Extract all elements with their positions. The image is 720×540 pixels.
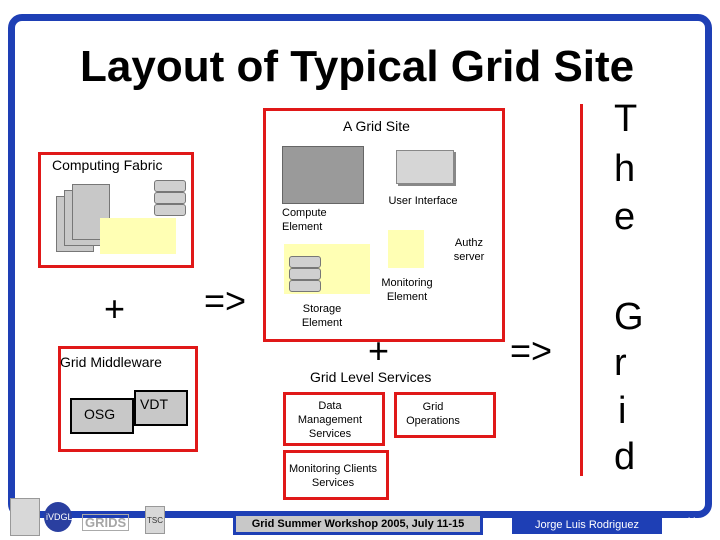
storage-disk-icon <box>289 268 321 280</box>
authz-server-label: Authz server <box>453 237 485 263</box>
arrow-sign-2: => <box>510 330 553 371</box>
user-interface-label: User Interface <box>388 195 458 207</box>
monitoring-clients-box <box>283 450 389 500</box>
page-number: 11 <box>686 516 698 528</box>
data-management-label: Data Management Services <box>297 400 363 440</box>
side-letter: T <box>614 98 638 140</box>
red-divider <box>580 104 583 476</box>
grid-site-label: A Grid Site <box>343 118 410 134</box>
authz-server-box <box>388 230 424 268</box>
arrow-sign: => <box>204 280 247 321</box>
storage-disk-icon <box>289 256 321 268</box>
logo-icon <box>10 498 40 536</box>
grids-logo: GRIDS <box>82 514 130 531</box>
fabric-disk-icon <box>154 204 186 216</box>
tsc-logo-text: TSC <box>147 516 163 525</box>
tsc-logo-icon <box>145 506 165 534</box>
fabric-yellow-box <box>100 218 176 254</box>
grid-level-services-label: Grid Level Services <box>310 369 432 385</box>
compute-element-icon <box>282 146 364 204</box>
grid-middleware-label: Grid Middleware <box>60 354 162 370</box>
data-management-box <box>283 392 385 446</box>
fabric-disk-icon <box>154 180 186 192</box>
workshop-footer: Grid Summer Workshop 2005, July 11-15 <box>233 513 483 535</box>
computing-fabric-label: Computing Fabric <box>52 157 163 173</box>
ivdgl-logo-icon <box>44 502 72 532</box>
author-footer: Jorge Luis Rodriguez <box>512 516 662 534</box>
grid-operations-box <box>394 392 496 438</box>
plus-sign: + <box>104 288 126 329</box>
side-letter: G <box>614 296 644 338</box>
side-letter: e <box>614 196 636 238</box>
grid-operations-label: Grid Operations <box>406 401 460 427</box>
slide-title: Layout of Typical Grid Site <box>80 42 635 91</box>
side-letter: d <box>614 436 636 478</box>
fabric-disk-icon <box>154 192 186 204</box>
storage-element-label: Storage Element <box>301 303 343 329</box>
side-letter: r <box>614 342 627 384</box>
storage-disk-icon <box>289 280 321 292</box>
monitoring-element-label: Monitoring Element <box>381 277 433 303</box>
grid-middleware-box <box>58 346 198 452</box>
computing-fabric-box <box>38 152 194 268</box>
ivdgl-logo-text: iVDGL <box>46 512 73 522</box>
monitoring-clients-label: Monitoring Clients Services <box>288 463 378 489</box>
vdt-label: VDT <box>140 396 168 412</box>
vdt-folder <box>134 390 188 426</box>
user-interface-icon <box>396 150 454 184</box>
osg-label: OSG <box>84 406 116 422</box>
plus-sign-2: + <box>368 330 390 371</box>
side-letter: i <box>618 390 627 432</box>
grid-site-box <box>263 108 505 342</box>
osg-folder <box>70 398 134 434</box>
compute-element-label: Compute Element <box>282 207 327 233</box>
side-letter: h <box>614 148 636 190</box>
